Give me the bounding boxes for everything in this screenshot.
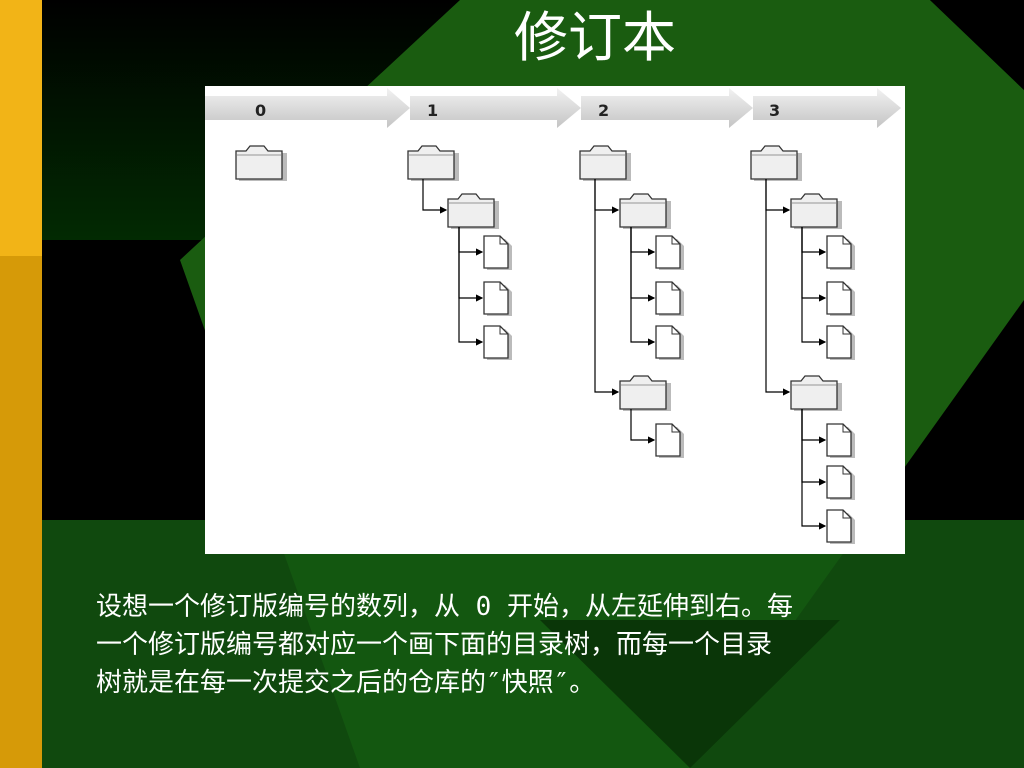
file-icon: [826, 423, 855, 458]
file-icon: [483, 325, 512, 360]
folder-icon: [579, 145, 631, 181]
file-icon: [826, 281, 855, 316]
timeline-arrow-0: 0: [205, 88, 410, 128]
tree-connector: [630, 227, 656, 302]
tree-connector: [801, 227, 827, 256]
file-icon: [826, 235, 855, 270]
file-icon: [483, 235, 512, 270]
body-line-1: 设想一个修订版编号的数列，从 0 开始，从左延伸到右。每: [96, 592, 793, 622]
file-icon: [655, 281, 684, 316]
tree-connector: [801, 409, 827, 486]
tree-connector: [594, 179, 620, 396]
timeline-arrow-1: 1: [410, 88, 581, 128]
revision-number-0: 0: [255, 101, 266, 120]
tree-connector: [458, 227, 484, 302]
file-icon: [483, 281, 512, 316]
revision-number-2: 2: [598, 101, 609, 120]
tree-connector: [594, 179, 620, 214]
folder-icon: [790, 375, 842, 411]
file-icon: [826, 509, 855, 544]
tree-connector: [630, 227, 656, 256]
folder-icon: [235, 145, 287, 181]
revision-number-1: 1: [427, 101, 438, 120]
tree-connector: [765, 179, 791, 214]
tree-connector: [801, 409, 827, 530]
tree-connector: [458, 227, 484, 256]
timeline-arrow-3: 3: [753, 88, 901, 128]
file-icon: [655, 235, 684, 270]
tree-connector: [458, 227, 484, 346]
file-icon: [826, 325, 855, 360]
folder-icon: [619, 375, 671, 411]
folder-icon: [790, 193, 842, 229]
folder-icon: [447, 193, 499, 229]
tree-connector: [630, 227, 656, 346]
folder-icon: [407, 145, 459, 181]
revision-number-3: 3: [769, 101, 780, 120]
file-icon: [826, 465, 855, 500]
folder-icon: [750, 145, 802, 181]
tree-connector: [765, 179, 791, 396]
timeline-arrow-2: 2: [581, 88, 753, 128]
body-line-3: 树就是在每一次提交之后的仓库的″快照″。: [96, 668, 596, 698]
tree-connector: [801, 227, 827, 302]
tree-connector: [801, 227, 827, 346]
tree-connector: [801, 409, 827, 444]
tree-connector: [630, 409, 656, 444]
body-text: 设想一个修订版编号的数列，从 0 开始，从左延伸到右。每 一个修订版编号都对应一…: [96, 588, 1016, 702]
page-title: 修订本: [514, 6, 676, 69]
file-icon: [655, 423, 684, 458]
tree-connector: [422, 179, 448, 214]
revision-tree-diagram: 0 1 2 3: [205, 86, 905, 554]
body-line-2: 一个修订版编号都对应一个画下面的目录树，而每一个目录: [96, 630, 773, 660]
file-icon: [655, 325, 684, 360]
left-accent-bar-top: [0, 0, 42, 256]
left-accent-bar-bottom: [0, 256, 42, 768]
folder-icon: [619, 193, 671, 229]
